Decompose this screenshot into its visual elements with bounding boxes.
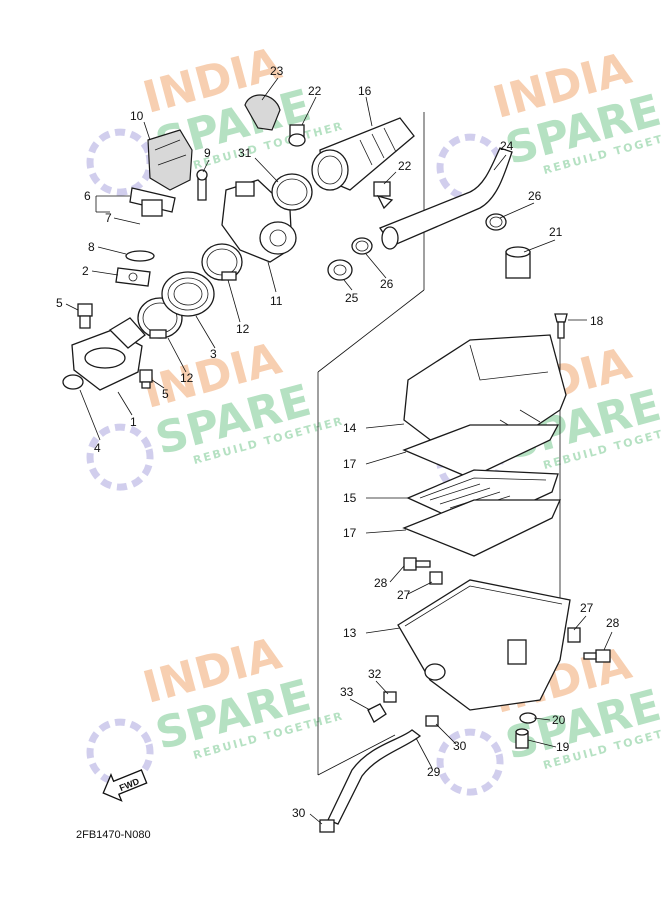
part-8-washer[interactable]	[125, 250, 155, 262]
part-26-clip-right[interactable]	[485, 213, 507, 231]
callout-10[interactable]: 10	[130, 109, 144, 123]
part-5-bolt-upper[interactable]	[77, 303, 93, 329]
part-13-air-box-case[interactable]	[397, 579, 571, 711]
diagram-code: 2FB1470-N080	[76, 829, 151, 841]
part-28-bolt-left[interactable]	[403, 557, 431, 571]
part-4-o-ring[interactable]	[62, 374, 84, 390]
callout-12[interactable]: 12	[236, 322, 250, 336]
part-29-drain-hose[interactable]	[327, 729, 422, 825]
callout-6[interactable]: 6	[84, 189, 91, 203]
part-16-intake-duct[interactable]	[311, 117, 415, 191]
watermark-gear-icon	[86, 718, 154, 786]
part-22-clip-upper[interactable]	[288, 124, 306, 147]
callout-13[interactable]: 13	[343, 626, 357, 640]
callout-18[interactable]: 18	[590, 314, 604, 328]
part-30-clamp-lower[interactable]	[319, 819, 335, 833]
part-5-bolt-lower[interactable]	[139, 369, 153, 389]
part-21-valve[interactable]	[505, 246, 531, 279]
part-28-bolt-right[interactable]	[583, 649, 611, 663]
callout-11[interactable]: 11	[270, 294, 283, 308]
callout-29[interactable]: 29	[427, 765, 441, 779]
callout-28[interactable]: 28	[606, 616, 620, 630]
callout-31[interactable]: 31	[238, 146, 252, 160]
callout-27[interactable]: 27	[580, 601, 594, 615]
part-27-nut-right[interactable]	[567, 627, 581, 643]
fwd-arrow-icon: FWD	[102, 769, 148, 802]
callout-26[interactable]: 26	[528, 189, 542, 203]
part-32-clip[interactable]	[383, 691, 397, 703]
part-33-drain-plug[interactable]	[367, 703, 387, 723]
callout-20[interactable]: 20	[552, 713, 566, 727]
callout-3[interactable]: 3	[210, 347, 217, 361]
part-3-intake-joint[interactable]	[161, 271, 215, 317]
part-2-gasket[interactable]	[115, 267, 151, 287]
part-17-seal-upper[interactable]	[402, 424, 560, 479]
part-23-elbow-hose[interactable]	[244, 94, 281, 131]
watermark-gear-icon	[86, 423, 154, 491]
watermark-top-right: INDIA SPARE REBUILD TOGETHER	[436, 43, 662, 201]
callout-16[interactable]: 16	[358, 84, 372, 98]
part-18-screw[interactable]	[554, 313, 568, 339]
part-24-air-tube[interactable]	[379, 147, 513, 250]
part-27-nut-left[interactable]	[429, 571, 443, 585]
leader-lines	[65, 77, 613, 825]
part-12-clamp-upper[interactable]	[201, 243, 243, 281]
callout-19[interactable]: 19	[556, 740, 570, 754]
callout-32[interactable]: 32	[368, 667, 382, 681]
part-25-plug[interactable]	[327, 259, 353, 281]
callout-8[interactable]: 8	[88, 240, 95, 254]
callout-26[interactable]: 26	[380, 277, 394, 291]
watermark-gear-icon	[86, 128, 154, 196]
callout-24[interactable]: 24	[500, 139, 514, 153]
callouts: 23 22 16 10 9 31 22 24 6 7 26 21 8 26 2 …	[56, 64, 620, 820]
callout-12[interactable]: 12	[180, 371, 194, 385]
callout-9[interactable]: 9	[204, 146, 211, 160]
part-9-screw[interactable]	[196, 169, 208, 201]
callout-1[interactable]: 1	[130, 415, 137, 429]
part-26-clip-center[interactable]	[351, 237, 373, 255]
callout-14[interactable]: 14	[343, 421, 357, 435]
watermark-gear-icon	[436, 728, 504, 796]
callout-33[interactable]: 33	[340, 685, 354, 699]
callout-28[interactable]: 28	[374, 576, 388, 590]
part-6-sensor-bracket[interactable]	[129, 187, 176, 217]
callout-23[interactable]: 23	[270, 64, 284, 78]
callout-5[interactable]: 5	[56, 296, 63, 310]
part-20-clip[interactable]	[519, 712, 537, 724]
callout-15[interactable]: 15	[343, 491, 357, 505]
part-1-manifold[interactable]	[71, 317, 146, 391]
callout-27[interactable]: 27	[397, 588, 411, 602]
part-31-clamp[interactable]	[271, 173, 313, 211]
part-22-clip-lower[interactable]	[373, 181, 394, 210]
callout-17[interactable]: 17	[343, 526, 357, 540]
callout-2[interactable]: 2	[82, 264, 89, 278]
callout-25[interactable]: 25	[345, 291, 359, 305]
callout-5[interactable]: 5	[162, 387, 169, 401]
watermark-bottom-left: INDIA SPARE REBUILD TOGETHER	[86, 628, 345, 786]
part-30-clamp-upper[interactable]	[425, 715, 439, 727]
callout-21[interactable]: 21	[549, 225, 563, 239]
part-17-seal-lower[interactable]	[402, 499, 562, 557]
callout-4[interactable]: 4	[94, 441, 101, 455]
watermark-top-left: INDIA SPARE REBUILD TOGETHER	[86, 38, 345, 196]
callout-30[interactable]: 30	[453, 739, 467, 753]
part-10-cover[interactable]	[147, 129, 193, 191]
part-19-cap[interactable]	[515, 728, 529, 749]
callout-30[interactable]: 30	[292, 806, 306, 820]
callout-7[interactable]: 7	[105, 211, 112, 225]
callout-22[interactable]: 22	[398, 159, 412, 173]
callout-17[interactable]: 17	[343, 457, 357, 471]
callout-22[interactable]: 22	[308, 84, 322, 98]
